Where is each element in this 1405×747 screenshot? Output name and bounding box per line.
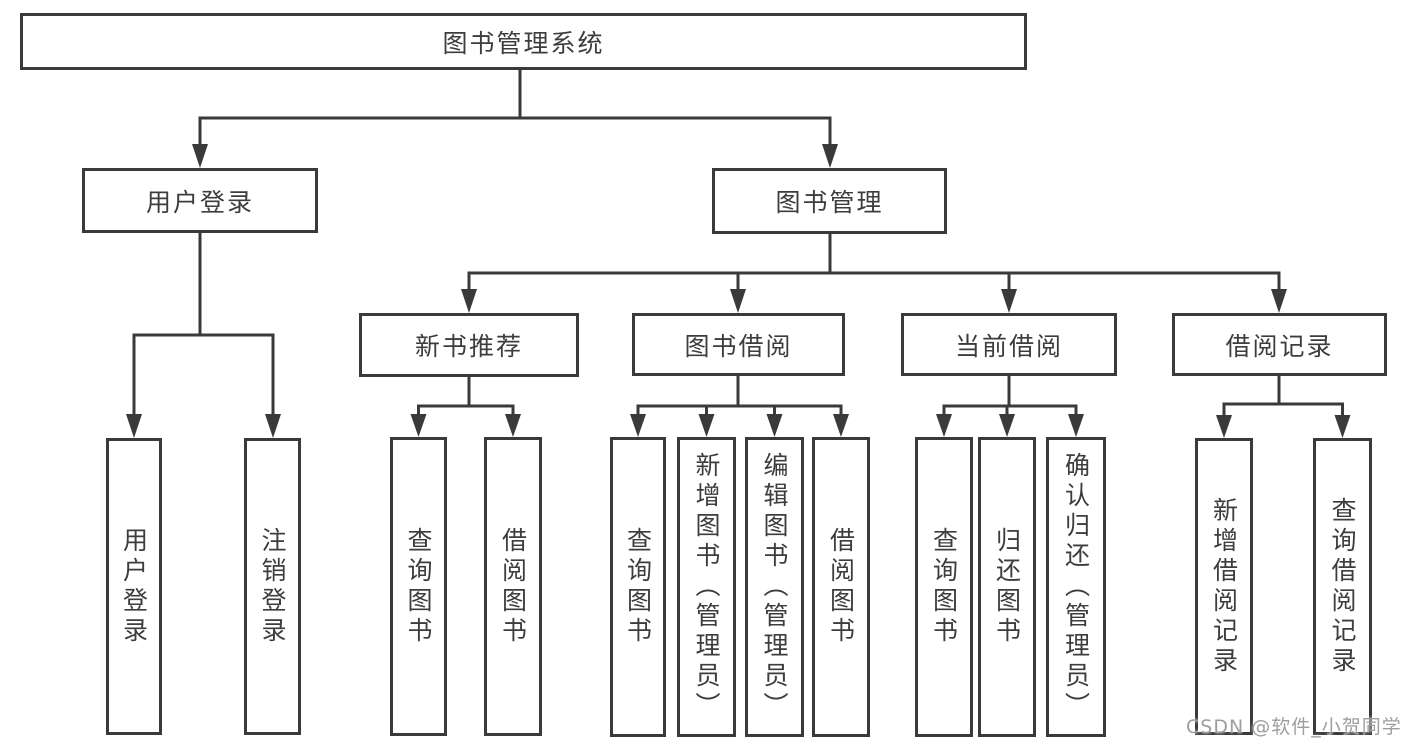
leaf-label: 用户登录 (119, 526, 149, 647)
leaf-label: 新增图书（管理员） (692, 452, 721, 722)
node-label: 用户登录 (145, 187, 254, 217)
leaf-label: 注销登录 (258, 526, 287, 647)
leaf-logout: 注销登录 (244, 438, 301, 735)
connector-current-borrow (936, 375, 1084, 437)
leaf-user-login: 用户登录 (106, 438, 162, 735)
node-borrow-records: 借阅记录 (1172, 313, 1387, 376)
leaf-label: 查询图书 (404, 526, 433, 647)
leaf-label: 归还图书 (992, 527, 1022, 647)
csdn-watermark: CSDN @软件_小贺同学 (1186, 716, 1402, 738)
leaf-label: 查询借阅记录 (1328, 496, 1357, 677)
connector-book-borrow (630, 375, 849, 437)
leaf-query-borrow-record: 查询借阅记录 (1313, 438, 1372, 735)
node-user-login: 用户登录 (82, 168, 318, 233)
leaf-label: 编辑图书（管理员） (760, 452, 789, 722)
node-label: 新书推荐 (414, 332, 523, 361)
leaf-add-borrow-record: 新增借阅记录 (1195, 438, 1253, 735)
node-label: 当前借阅 (954, 331, 1063, 361)
connector-borrow-records (1216, 375, 1351, 438)
leaf-query-books-recommend: 查询图书 (390, 437, 447, 736)
node-label: 借阅记录 (1225, 331, 1334, 361)
connector-user-login (126, 232, 281, 438)
leaf-query-books-current: 查询图书 (915, 437, 973, 737)
leaf-edit-books-admin: 编辑图书（管理员） (745, 437, 804, 737)
leaf-confirm-return-admin: 确认归还（管理员） (1046, 437, 1106, 737)
node-library-management-system: 图书管理系统 (20, 13, 1027, 70)
node-current-borrow: 当前借阅 (901, 313, 1117, 376)
node-book-borrow: 图书借阅 (632, 313, 845, 376)
leaf-label: 借阅图书 (498, 526, 528, 647)
leaf-label: 查询图书 (623, 527, 653, 647)
node-label: 图书借阅 (684, 331, 793, 361)
leaf-label: 确认归还（管理员） (1061, 452, 1091, 722)
node-new-book-recommend: 新书推荐 (359, 313, 579, 377)
leaf-label: 查询图书 (929, 527, 959, 647)
node-book-management: 图书管理 (712, 168, 947, 234)
node-label: 图书管理 (775, 188, 884, 217)
leaf-add-books-admin: 新增图书（管理员） (677, 437, 736, 737)
leaf-label: 新增借阅记录 (1209, 496, 1239, 677)
leaf-query-books-borrow: 查询图书 (610, 437, 666, 737)
connector-root (192, 69, 838, 168)
leaf-borrow-books: 借阅图书 (812, 437, 870, 737)
connector-new-book-recommend (410, 376, 521, 437)
leaf-borrow-books-recommend: 借阅图书 (484, 437, 542, 736)
node-label: 图书管理系统 (442, 28, 605, 58)
leaf-label: 借阅图书 (826, 527, 856, 647)
connector-book-management (461, 233, 1287, 313)
leaf-return-books: 归还图书 (978, 437, 1036, 737)
